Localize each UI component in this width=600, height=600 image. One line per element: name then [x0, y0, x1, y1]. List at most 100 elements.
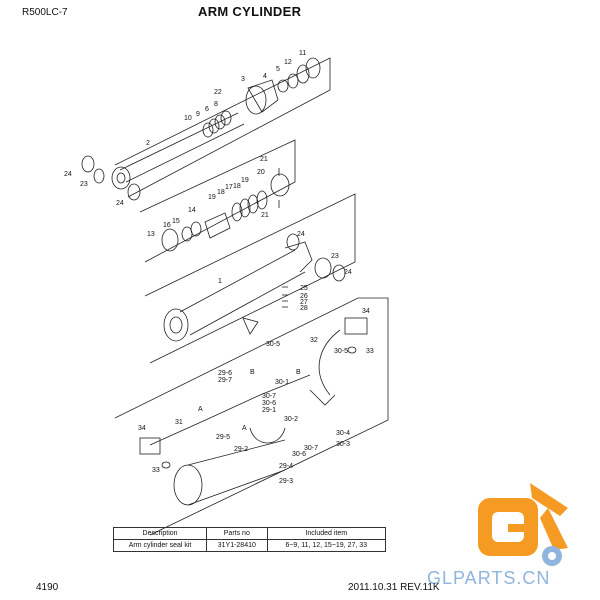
- part-14: [204, 212, 231, 239]
- callout-9: 9: [196, 111, 200, 118]
- callout-1: 1: [218, 278, 222, 285]
- table-header-included-item: Included item: [266, 527, 386, 540]
- seal-17: [247, 194, 259, 214]
- rod-cover: [245, 79, 279, 115]
- callout-30-4: 30-4: [336, 430, 350, 437]
- bush-23-top: [93, 168, 105, 184]
- table-header-parts-no: Parts no: [206, 527, 268, 540]
- clamp-30: [309, 389, 336, 406]
- callout-21-b: 21: [261, 212, 269, 219]
- callout-2: 2: [146, 140, 150, 147]
- table-row: Arm cylinder seal kit 31Y1-28410 6~9, 11…: [112, 539, 386, 552]
- callout-24-a: 24: [64, 171, 72, 178]
- block-34-left: [139, 437, 161, 455]
- callout-11: 11: [299, 50, 306, 57]
- callout-18-b: 18: [217, 189, 225, 196]
- page-number: 4190: [36, 582, 59, 593]
- callout-29-3: 29-3: [279, 478, 293, 485]
- callout-25: 25: [300, 285, 308, 292]
- callout-24-c: 24: [297, 231, 305, 238]
- callout-B-1: B: [250, 369, 255, 376]
- watermark-text: GLPARTS.CN: [427, 568, 551, 588]
- callout-29-5: 29-5: [216, 434, 230, 441]
- callout-24-d: 24: [344, 269, 352, 276]
- callout-30-5-a: 30-5: [266, 341, 280, 348]
- kit-included-items: 6~9, 11, 12, 15~19, 27, 33: [266, 539, 386, 552]
- callout-17: 17: [225, 184, 233, 191]
- callout-32: 32: [310, 337, 318, 344]
- callout-8: 8: [214, 101, 218, 108]
- kit-description: Arm cylinder seal kit: [112, 539, 208, 552]
- oring-33b: [161, 461, 171, 469]
- seal-19b: [256, 190, 268, 210]
- oring-33a: [347, 346, 357, 354]
- seal-kit-table: Description Parts no Included item Arm c…: [112, 527, 386, 552]
- dust-seal-24-low: [127, 183, 141, 201]
- callout-18: 18: [233, 183, 241, 190]
- table-header-row: Description Parts no Included item: [112, 527, 386, 540]
- callout-29-2: 29-2: [234, 446, 248, 453]
- dust-seal-24-top: [81, 155, 95, 173]
- model-number: R500LC-7: [22, 7, 68, 18]
- callout-27: 27: [300, 299, 308, 306]
- callout-20: 20: [257, 169, 265, 176]
- callout-28: 28: [300, 305, 308, 312]
- ring-6: [220, 110, 232, 126]
- callout-4: 4: [263, 73, 267, 80]
- callout-30-7-b: 30-7: [304, 445, 318, 452]
- part-15: [190, 221, 202, 237]
- block-34-top: [344, 317, 368, 335]
- seal-19a: [231, 202, 243, 222]
- callout-19-b: 19: [208, 194, 216, 201]
- seal-18: [239, 198, 251, 218]
- callout-A-1: A: [198, 406, 203, 413]
- tube-head: [173, 464, 203, 506]
- frame-top: [114, 57, 331, 198]
- callout-22: 22: [214, 89, 222, 96]
- callout-23-a: 23: [80, 181, 88, 188]
- callout-19-a: 19: [241, 177, 249, 184]
- callout-21-a: 21: [260, 156, 268, 163]
- callout-29-7: 29-7: [218, 377, 232, 384]
- page-title: ARM CYLINDER: [198, 4, 302, 19]
- callout-30-1: 30-1: [275, 379, 289, 386]
- ring-8: [214, 114, 226, 130]
- seal-24-right-low: [332, 264, 346, 282]
- callout-5: 5: [276, 66, 280, 73]
- pipe-31: [149, 374, 311, 446]
- part-16: [181, 226, 193, 242]
- callout-30-3: 30-3: [336, 441, 350, 448]
- callout-29-4: 29-4: [279, 463, 293, 470]
- ring-10: [202, 122, 214, 138]
- callout-A-2: A: [242, 425, 247, 432]
- bush-23-right: [314, 257, 332, 279]
- seal-24-right: [286, 233, 300, 251]
- callout-6: 6: [205, 106, 209, 113]
- callout-3: 3: [241, 76, 245, 83]
- callout-15: 15: [172, 218, 180, 225]
- part-13: [161, 228, 179, 252]
- callout-29-6: 29-6: [218, 370, 232, 377]
- callout-30-6-b: 30-6: [292, 451, 306, 458]
- frame-body: [144, 193, 356, 364]
- callout-16: 16: [163, 222, 171, 229]
- callout-13: 13: [147, 231, 155, 238]
- callout-23-b: 23: [331, 253, 339, 260]
- ring-11: [305, 57, 321, 79]
- callout-31: 31: [175, 419, 183, 426]
- callout-33-a: 33: [366, 348, 374, 355]
- part-20: [270, 173, 290, 197]
- callout-33-b: 33: [152, 467, 160, 474]
- callout-14: 14: [188, 207, 196, 214]
- clamp-29: [249, 427, 286, 444]
- callout-10: 10: [184, 115, 192, 122]
- cylinder-tube: [163, 241, 313, 342]
- callout-34-b: 34: [138, 425, 146, 432]
- pipe-32: [318, 329, 341, 396]
- callout-29-1: 29-1: [262, 407, 276, 414]
- callout-30-5-b: 30-5: [334, 348, 348, 355]
- ring-9: [208, 118, 220, 134]
- arrow-indicator: [242, 317, 259, 335]
- callout-30-6-a: 30-6: [262, 400, 276, 407]
